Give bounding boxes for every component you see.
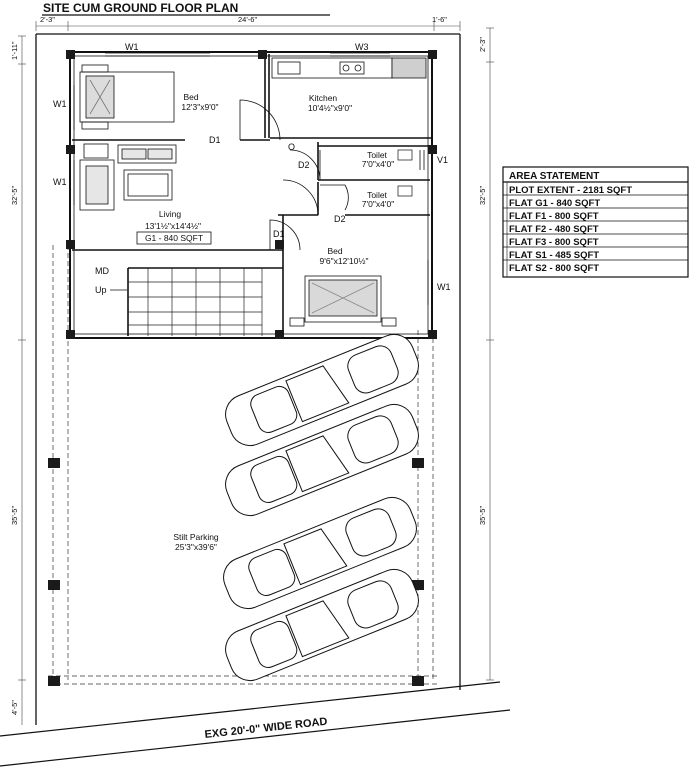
kitchen-counter bbox=[271, 57, 427, 79]
parking-size: 25'3"x39'6" bbox=[175, 542, 217, 552]
car bbox=[225, 403, 419, 517]
bed1-furniture bbox=[79, 64, 175, 130]
dim-left-1: 1'-11" bbox=[10, 41, 19, 60]
cars bbox=[223, 333, 419, 682]
top-dimension-line bbox=[35, 21, 461, 31]
area-statement-table bbox=[502, 166, 689, 278]
dim-right-2: 32'-5" bbox=[478, 186, 487, 205]
kitchen-size: 10'4½"x9'0" bbox=[308, 103, 352, 113]
living-sofa-set bbox=[79, 143, 177, 211]
windows bbox=[69, 52, 433, 305]
label-d1-b: D1 bbox=[273, 229, 285, 239]
dim-left-4: 4'-5" bbox=[10, 700, 19, 715]
label-w1-top: W1 bbox=[125, 42, 139, 52]
label-w1-left-a: W1 bbox=[53, 99, 67, 109]
label-md: MD bbox=[95, 266, 109, 276]
area-row: FLAT S1 - 485 SQFT bbox=[509, 250, 599, 261]
bed1-name: Bed bbox=[183, 92, 198, 102]
living-tag-box bbox=[136, 231, 212, 245]
area-row: FLAT F1 - 800 SQFT bbox=[509, 211, 599, 222]
staircase bbox=[128, 268, 263, 336]
dim-left-3: 35'-5" bbox=[10, 506, 19, 525]
road bbox=[0, 681, 511, 767]
label-w3: W3 bbox=[355, 42, 369, 52]
living-size: 13'1½"x14'4½" bbox=[145, 221, 201, 231]
dim-top-right: 1'-6" bbox=[432, 15, 447, 24]
plan-title: SITE CUM GROUND FLOOR PLAN bbox=[43, 1, 238, 15]
kitchen-name: Kitchen bbox=[309, 93, 338, 103]
label-o: O bbox=[288, 142, 295, 152]
area-row: FLAT F3 - 800 SQFT bbox=[509, 237, 599, 248]
label-d2-a: D2 bbox=[298, 160, 310, 170]
dim-right-1: 2'-3" bbox=[478, 37, 487, 52]
area-row: FLAT F2 - 480 SQFT bbox=[509, 224, 599, 235]
area-row: PLOT EXTENT - 2181 SQFT bbox=[509, 185, 632, 196]
door-swings bbox=[239, 99, 349, 251]
area-row: FLAT S2 - 800 SQFT bbox=[509, 263, 599, 274]
living-name: Living bbox=[159, 209, 181, 219]
toilet-fixtures bbox=[397, 149, 413, 197]
car bbox=[225, 333, 419, 447]
label-w1-left-b: W1 bbox=[53, 177, 67, 187]
dim-left-2: 32'-5" bbox=[10, 186, 19, 205]
car bbox=[223, 496, 417, 610]
plot-boundary bbox=[35, 33, 461, 725]
area-row: FLAT G1 - 840 SQFT bbox=[509, 198, 600, 209]
bed2-name: Bed bbox=[327, 246, 342, 256]
label-w1-right: W1 bbox=[437, 282, 451, 292]
toilet1-name: Toilet bbox=[367, 150, 387, 160]
columns bbox=[48, 50, 437, 686]
dim-top-mid: 24'-6" bbox=[238, 15, 257, 24]
toilet2-name: Toilet bbox=[367, 190, 387, 200]
living-tag: G1 - 840 SQFT bbox=[145, 233, 203, 243]
car bbox=[225, 568, 419, 682]
right-dimension-line bbox=[486, 27, 494, 681]
dim-top-left: 2'-3" bbox=[40, 15, 55, 24]
bed2-furniture bbox=[289, 275, 397, 327]
label-v1: V1 bbox=[437, 155, 448, 165]
left-dimension-line bbox=[18, 35, 26, 725]
toilet1-size: 7'0"x4'0" bbox=[362, 159, 394, 169]
parking-name: Stilt Parking bbox=[173, 532, 219, 542]
bed2-size: 9'6"x12'10½" bbox=[320, 256, 369, 266]
label-d1-a: D1 bbox=[209, 135, 221, 145]
toilet2-size: 7'0"x4'0" bbox=[362, 199, 394, 209]
bed1-size: 12'3"x9'0" bbox=[181, 102, 218, 112]
label-d2-b: D2 bbox=[334, 214, 346, 224]
label-up: Up bbox=[95, 285, 107, 295]
dim-right-3: 35'-5" bbox=[478, 506, 487, 525]
area-statement-heading: AREA STATEMENT bbox=[509, 171, 599, 182]
